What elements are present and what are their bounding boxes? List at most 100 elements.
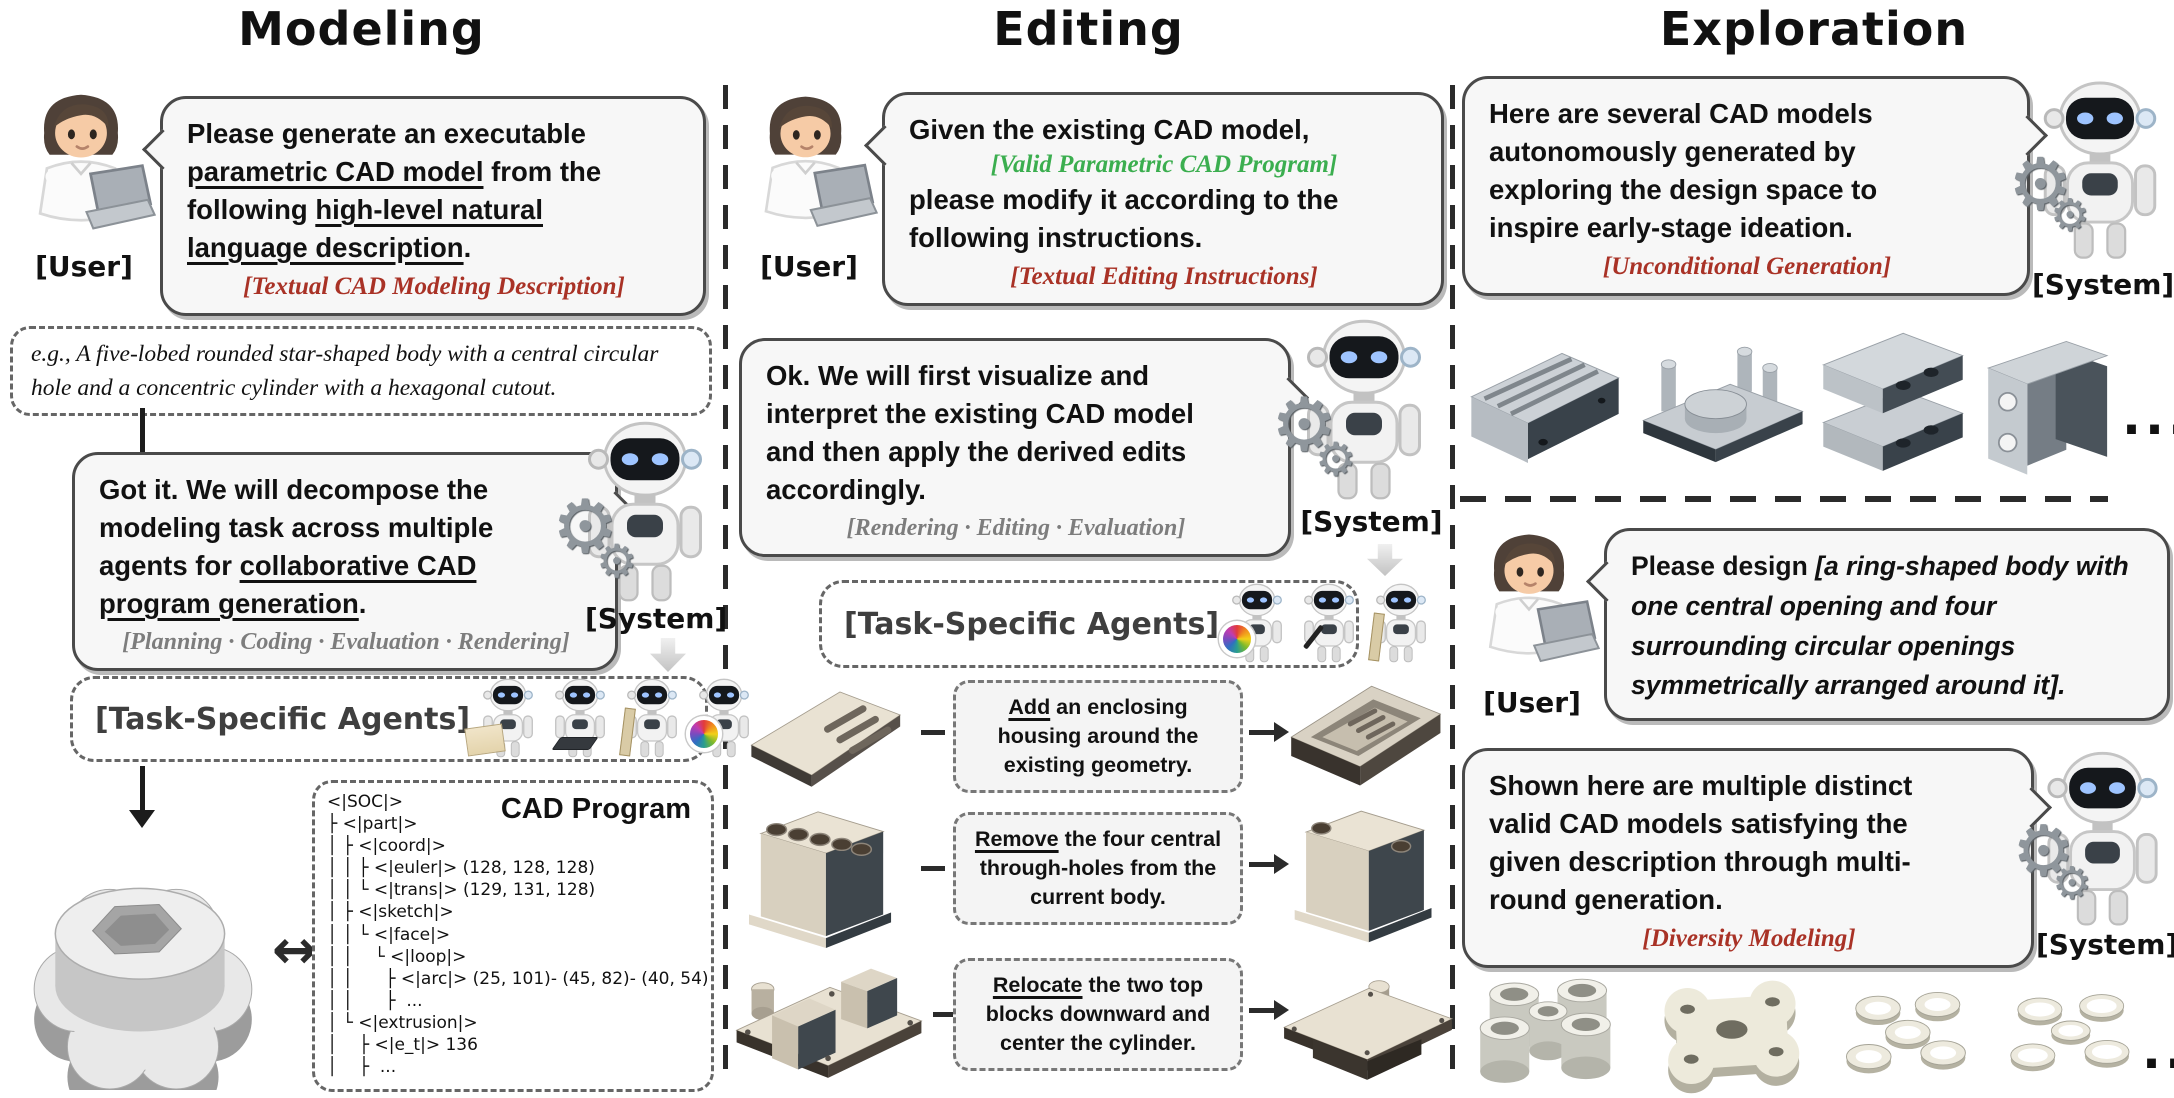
bubble-line: interpret the existing CAD model <box>766 397 1194 429</box>
arrowhead-icon <box>129 810 155 828</box>
blueprint-icon <box>464 723 506 757</box>
user-label: [User] <box>35 250 133 283</box>
editing-agents-tag: [Rendering · Editing · Evaluation] <box>846 514 1186 541</box>
edit3-before-model <box>735 968 923 1078</box>
bubble-line: round generation. <box>1489 883 1723 915</box>
edit1-instruction-box: Add an enclosing housing around the exis… <box>953 680 1243 794</box>
bubble-line: Given the existing CAD model, <box>909 114 1310 145</box>
evaluation-robot-icon <box>1367 583 1435 665</box>
right-arrow-icon <box>1249 1000 1289 1020</box>
down-arrow-icon <box>1367 544 1403 576</box>
system-label: [System] <box>1300 505 1443 538</box>
edit2-instruction-box: Remove the four central through-holes fr… <box>953 812 1243 926</box>
bubble-line: given description through multi- <box>1489 845 1911 877</box>
ring-model-4 <box>2010 994 2130 1072</box>
down-arrow-icon <box>650 638 686 672</box>
gear-icon: ⚙ <box>2012 810 2075 892</box>
valid-program-tag: [Valid Parametric CAD Program] <box>990 150 1338 178</box>
star-gear-cad-model <box>33 887 253 1090</box>
modeling-column: Modeling [User] Please generate an execu… <box>0 0 723 1098</box>
bubble-line: Shown here are multiple distinct <box>1489 770 1913 801</box>
ring-model-2 <box>1664 980 1800 1094</box>
modeling-title: Modeling <box>238 2 485 56</box>
double-arrow-icon: ↔ <box>272 918 318 981</box>
coding-robot-icon <box>546 678 614 760</box>
bubble-line: parametric CAD model from the <box>187 155 602 187</box>
gear-icon: ⚙ <box>596 534 638 588</box>
bubble-line: following instructions. <box>909 221 1203 253</box>
bubble-line: agents for collaborative CAD <box>99 549 477 581</box>
gear-icon: ⚙ <box>2008 142 2073 226</box>
system-robot: ⚙ ⚙ <box>2012 750 2174 935</box>
editing-title: Editing <box>993 2 1184 56</box>
exploration-title: Exploration <box>1659 2 1969 56</box>
bubble-line: accordingly. <box>766 473 926 505</box>
connector-dash <box>921 866 945 871</box>
cad-program-title: CAD Program <box>500 793 691 825</box>
exploration-user-bubble: Please design [a ring-shaped body with o… <box>1585 528 2170 721</box>
cad-program-tree: <|SOC|> ├ <|part|> │ ├ <|coord|> │ │ ├ <… <box>327 792 709 1078</box>
unconditional-generation-tag: [Unconditional Generation] <box>1602 252 1892 280</box>
editing-robot-icon <box>1295 583 1363 665</box>
bubble-line: modeling task across multiple <box>99 511 494 543</box>
gear-icon: ⚙ <box>552 484 619 570</box>
connector-dash <box>921 730 945 735</box>
system-label: [System] <box>2036 928 2174 961</box>
generated-model-4 <box>1986 340 2109 475</box>
rendering-robot-icon <box>686 678 758 760</box>
evaluation-robot-icon <box>618 678 686 760</box>
connector-dash <box>933 1012 957 1017</box>
gear-icon: ⚙ <box>2050 190 2090 241</box>
modeling-task-agents-box: [Task-Specific Agents] <box>70 676 708 762</box>
generated-model-2 <box>1642 346 1804 463</box>
system-label: [System] <box>2032 268 2174 301</box>
design-request-text: Please design [a ring-shaped body with o… <box>1631 551 2129 701</box>
edit2-after-model <box>1294 810 1432 943</box>
gear-icon: ⚙ <box>1271 382 1338 468</box>
example-text: e.g., A five-lobed rounded star-shaped b… <box>31 341 659 402</box>
modeling-agents-tag: [Planning · Coding · Evaluation · Render… <box>122 628 570 655</box>
section-divider <box>1460 496 2108 502</box>
ellipsis: ... <box>2122 388 2174 446</box>
task-agents-label: [Task-Specific Agents] <box>95 701 471 737</box>
user-label: [User] <box>760 250 858 283</box>
column-separator <box>1450 85 1455 1070</box>
bubble-line: Please generate an executable <box>187 118 586 149</box>
modeling-user-bubble: Please generate an executable parametric… <box>141 96 706 316</box>
diversity-modeling-tag: [Diversity Modeling] <box>1642 924 1856 952</box>
bubble-line: following high-level natural <box>187 193 543 225</box>
editing-instructions-tag: [Textual Editing Instructions] <box>1010 262 1318 290</box>
bubble-line: valid CAD models satisfying the <box>1489 807 1908 839</box>
bubble-line: autonomously generated by <box>1489 135 1856 167</box>
bubble-line: and then apply the derived edits <box>766 435 1187 467</box>
editing-task-agents-box: [Task-Specific Agents] <box>819 580 1359 668</box>
column-separator <box>723 85 728 1070</box>
right-arrow-icon <box>1249 722 1289 742</box>
edit2-before-model <box>748 811 892 948</box>
ring-model-1 <box>1479 978 1611 1083</box>
editing-column: Editing [User] Given the existing CAD mo… <box>727 0 1454 1098</box>
edit1-after-model <box>1290 685 1442 786</box>
agent-robots <box>1219 583 1445 665</box>
editing-user-bubble: Given the existing CAD model, [Valid Par… <box>863 92 1444 306</box>
bubble-line: inspire early-stage ideation. <box>1489 211 1853 243</box>
bubble-line: exploring the design space to <box>1489 173 1878 205</box>
connector-line <box>140 766 145 812</box>
bubble-line: Here are several CAD models <box>1489 98 1873 129</box>
right-arrow-icon <box>1249 854 1289 874</box>
bubble-line: program generation. <box>99 587 367 619</box>
planning-robot-icon <box>464 678 542 760</box>
modeling-system-bubble: Got it. We will decompose the modeling t… <box>72 452 637 671</box>
exploration-system-bubble-2: Shown here are multiple distinct valid C… <box>1462 748 2053 968</box>
gear-icon: ⚙ <box>2052 858 2092 909</box>
ellipsis: ... <box>2142 1022 2174 1080</box>
editing-system-bubble: Ok. We will first visualize and interpre… <box>739 338 1310 557</box>
exploration-system-bubble-1: Here are several CAD models autonomously… <box>1462 76 2049 296</box>
task-agents-label: [Task-Specific Agents] <box>844 606 1220 642</box>
exploration-column: Exploration Here are several CAD models … <box>1454 0 2174 1098</box>
modeling-description-tag: [Textual CAD Modeling Description] <box>243 272 625 300</box>
system-robot: ⚙ ⚙ <box>1271 318 1444 513</box>
gear-icon: ⚙ <box>1315 432 1357 486</box>
edit1-before-model <box>750 691 902 787</box>
bubble-line: Got it. We will decompose the <box>99 474 489 505</box>
